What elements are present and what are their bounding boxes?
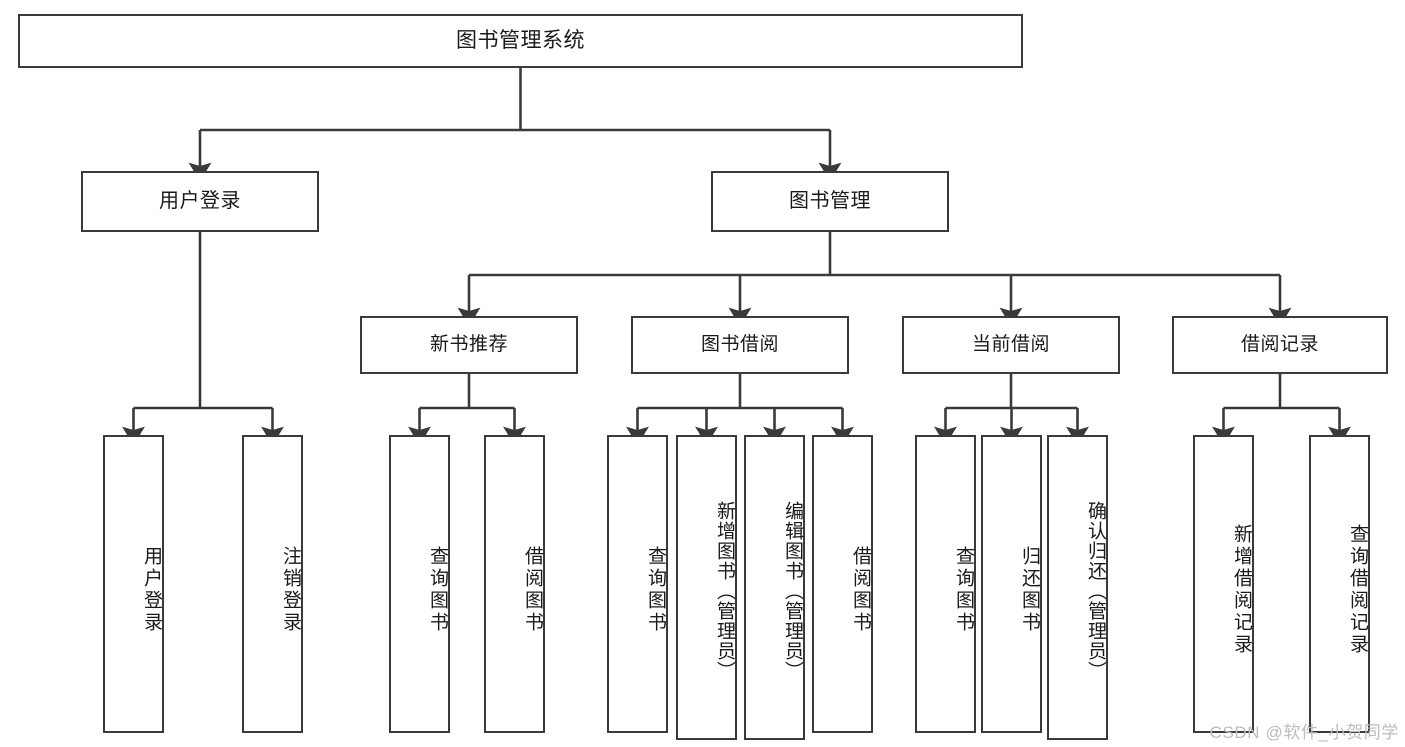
node-label: 用户登录 — [159, 190, 241, 213]
node-label: 新增借阅记录 — [1231, 524, 1252, 656]
node-label: 图书借阅 — [700, 334, 779, 356]
node-label: 查询借阅记录 — [1347, 524, 1368, 656]
level2-node-1[interactable]: 图书管理 — [711, 171, 949, 232]
node-label: 查询图书 — [953, 546, 974, 634]
level3-node-1[interactable]: 图书借阅 — [631, 316, 849, 374]
root-node-0[interactable]: 图书管理系统 — [18, 14, 1023, 68]
watermark: CSDN @软件_小贺同学 — [1209, 723, 1399, 742]
leaf-node-1[interactable]: 注销登录 — [242, 435, 303, 733]
leaf-node-7[interactable]: 借阅图书 — [812, 435, 873, 733]
node-label: 编辑图书（管理员） — [782, 500, 803, 681]
level3-node-2[interactable]: 当前借阅 — [902, 316, 1120, 374]
node-label: 新增图书（管理员） — [714, 500, 735, 681]
node-label: 查询图书 — [645, 546, 666, 634]
node-label: 注销登录 — [280, 546, 301, 634]
leaf-node-8[interactable]: 查询图书 — [915, 435, 976, 733]
level2-node-0[interactable]: 用户登录 — [81, 171, 319, 232]
leaf-node-2[interactable]: 查询图书 — [389, 435, 450, 733]
leaf-node-4[interactable]: 查询图书 — [607, 435, 668, 733]
level3-node-0[interactable]: 新书推荐 — [360, 316, 578, 374]
node-label: 当前借阅 — [971, 334, 1050, 356]
node-label: 新书推荐 — [429, 334, 508, 356]
level3-node-3[interactable]: 借阅记录 — [1172, 316, 1388, 374]
leaf-node-3[interactable]: 借阅图书 — [484, 435, 545, 733]
leaf-node-9[interactable]: 归还图书 — [981, 435, 1042, 733]
node-label: 归还图书 — [1019, 546, 1040, 634]
node-label: 确认归还（管理员） — [1085, 500, 1106, 681]
node-label: 图书管理 — [789, 190, 871, 213]
node-label: 用户登录 — [141, 546, 162, 634]
leaf-node-10[interactable]: 确认归还（管理员） — [1047, 435, 1108, 740]
node-label: 借阅记录 — [1240, 334, 1319, 356]
leaf-node-12[interactable]: 查询借阅记录 — [1309, 435, 1370, 733]
leaf-node-6[interactable]: 编辑图书（管理员） — [744, 435, 805, 740]
node-label: 图书管理系统 — [456, 29, 585, 53]
leaf-node-5[interactable]: 新增图书（管理员） — [676, 435, 737, 740]
leaf-node-11[interactable]: 新增借阅记录 — [1193, 435, 1254, 733]
leaf-node-0[interactable]: 用户登录 — [103, 435, 164, 733]
node-label: 借阅图书 — [850, 546, 871, 634]
node-label: 查询图书 — [427, 546, 448, 634]
node-label: 借阅图书 — [522, 546, 543, 634]
